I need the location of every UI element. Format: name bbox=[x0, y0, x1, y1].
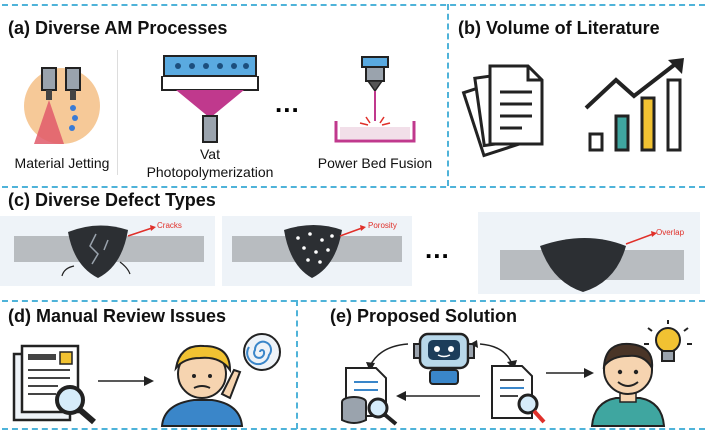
frame-divider-ab bbox=[447, 4, 449, 186]
powder-bed-fusion-icon bbox=[334, 56, 416, 143]
label-photopolymerization: Photopolymerization bbox=[146, 164, 274, 180]
lightbulb-icon bbox=[644, 320, 692, 362]
divider-line bbox=[117, 50, 118, 175]
label-cracks: Cracks bbox=[157, 221, 182, 230]
porosity-defect-icon bbox=[222, 216, 412, 286]
robot-icon bbox=[413, 332, 475, 385]
label-porosity: Porosity bbox=[368, 221, 397, 230]
frame-bottom bbox=[2, 428, 705, 430]
growth-chart-icon bbox=[584, 58, 684, 152]
database-search-icon bbox=[341, 367, 398, 426]
arrow-d bbox=[98, 376, 154, 386]
document-search-icon-e bbox=[491, 365, 546, 424]
arrow-e bbox=[546, 368, 594, 378]
label-overlap: Overlap bbox=[656, 228, 685, 237]
material-jetting-icon bbox=[24, 67, 100, 144]
panel-e-title: (e) Proposed Solution bbox=[330, 306, 517, 326]
overlap-defect-icon bbox=[478, 212, 700, 294]
panel-a-title: (a) Diverse AM Processes bbox=[8, 18, 228, 38]
ellipsis-a: ... bbox=[275, 88, 300, 118]
frame-divider-de bbox=[296, 300, 298, 429]
documents-icon bbox=[461, 64, 544, 158]
label-powder-bed-fusion: Power Bed Fusion bbox=[317, 155, 433, 171]
label-vat: Vat bbox=[200, 146, 220, 162]
label-material-jetting: Material Jetting bbox=[14, 155, 110, 171]
panel-d-title: (d) Manual Review Issues bbox=[8, 306, 227, 326]
vat-photopolymerization-icon bbox=[161, 55, 259, 143]
frame-top bbox=[2, 4, 705, 6]
frame-line-1 bbox=[2, 186, 705, 188]
panel-c-title: (c) Diverse Defect Types bbox=[8, 190, 216, 210]
cracks-defect-icon bbox=[0, 216, 215, 286]
ellipsis-c: ... bbox=[425, 234, 450, 264]
frame-line-2 bbox=[2, 300, 705, 302]
happy-person-icon bbox=[590, 342, 666, 427]
panel-b-title: (b) Volume of Literature bbox=[458, 18, 660, 38]
confused-person-icon bbox=[160, 333, 281, 427]
document-search-icon bbox=[12, 344, 96, 425]
